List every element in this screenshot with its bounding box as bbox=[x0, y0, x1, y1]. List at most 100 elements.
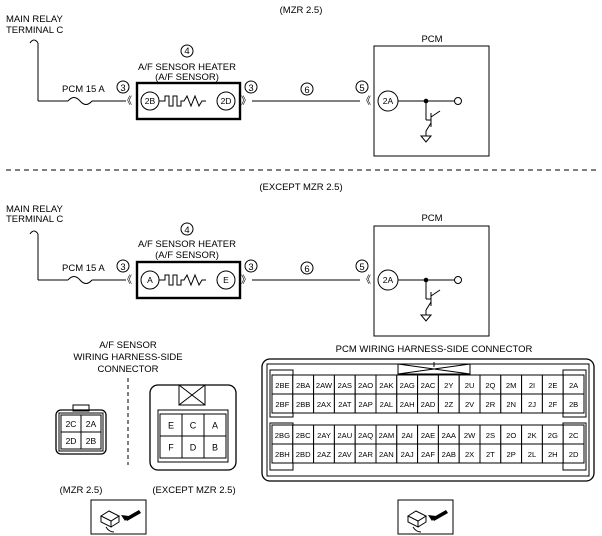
pin-cell bbox=[203, 435, 227, 459]
marker-5-text: 5 bbox=[359, 83, 364, 94]
harness-view-icon bbox=[397, 499, 454, 535]
pin-label: B bbox=[212, 442, 218, 452]
pcm-connector: PCM WIRING HARNESS-SIDE CONNECTOR 2BE 2BA… bbox=[261, 344, 595, 535]
pin-label: 2AM bbox=[379, 431, 395, 440]
pin-label: F bbox=[168, 442, 174, 452]
transistor-symbol bbox=[419, 110, 441, 143]
pin-label: 2D bbox=[66, 436, 77, 446]
marker-3 bbox=[116, 259, 130, 273]
mzr-circuit: (MZR 2.5) MAIN RELAY TERMINAL C PCM 15 A… bbox=[6, 5, 490, 157]
pin-label: 2AF bbox=[421, 450, 435, 459]
pin-label: 2K bbox=[527, 431, 536, 440]
pcm-label: PCM bbox=[421, 213, 442, 224]
pin-label: 2AW bbox=[316, 381, 333, 390]
fuse-label: PCM 15 A bbox=[62, 84, 105, 95]
pin-label: 2T bbox=[486, 450, 495, 459]
pin-label: 2AV bbox=[338, 450, 353, 459]
pin-label: 2BD bbox=[296, 450, 311, 459]
output-terminal bbox=[454, 276, 462, 284]
main-relay-label-line1: MAIN RELAY bbox=[6, 14, 64, 25]
marker-6 bbox=[300, 82, 314, 96]
terminal-2b-label: 2B bbox=[145, 96, 156, 106]
pin-label: 2AP bbox=[358, 400, 372, 409]
pin-label: 2BC bbox=[296, 431, 311, 440]
marker-3-text: 3 bbox=[120, 262, 125, 273]
pin-label: 2B bbox=[569, 400, 578, 409]
pin-label: C bbox=[190, 420, 197, 430]
main-relay-terminal-symbol bbox=[29, 39, 39, 44]
except-circuit: (EXCEPT MZR 2.5) MAIN RELAY TERMINAL C P… bbox=[6, 182, 490, 337]
pin-label: D bbox=[190, 442, 197, 452]
pin-label: 2C bbox=[569, 431, 579, 440]
pin-label: 2B bbox=[86, 436, 97, 446]
pin-label: 2R bbox=[486, 400, 496, 409]
pin-label: 2AD bbox=[421, 400, 436, 409]
af-sensor-connector: A/F SENSOR WIRING HARNESS-SIDE CONNECTOR… bbox=[55, 340, 237, 535]
pin-label: 2A bbox=[569, 381, 579, 390]
main-relay-label-line2: TERMINAL C bbox=[6, 25, 63, 36]
pin-label: 2S bbox=[486, 431, 495, 440]
terminal-2d-label: 2D bbox=[221, 96, 232, 106]
pin-label: 2W bbox=[464, 431, 476, 440]
marker-5-text: 5 bbox=[359, 262, 364, 273]
heater-element-symbol bbox=[159, 94, 206, 108]
terminal-e bbox=[216, 270, 236, 290]
pin-label: 2AR bbox=[358, 450, 373, 459]
pin-label: 2AH bbox=[400, 400, 415, 409]
harness-view-icon bbox=[90, 499, 147, 535]
pin-label: 2AB bbox=[442, 450, 456, 459]
except-connector-caption: (EXCEPT MZR 2.5) bbox=[152, 485, 235, 496]
marker-5 bbox=[355, 259, 369, 273]
pin-label: 2I bbox=[529, 381, 535, 390]
marker-6-text: 6 bbox=[304, 85, 309, 96]
pin-label: 2AJ bbox=[401, 450, 414, 459]
af-connector-title-line3: CONNECTOR bbox=[97, 364, 158, 375]
pin-label: 2AQ bbox=[358, 431, 373, 440]
pin-label: 2AO bbox=[358, 381, 373, 390]
pin-label: 2D bbox=[569, 450, 579, 459]
terminal-2d bbox=[216, 91, 236, 111]
main-relay-label-line1: MAIN RELAY bbox=[6, 204, 64, 215]
marker-3-text: 3 bbox=[248, 262, 253, 273]
pin-label: 2BH bbox=[275, 450, 290, 459]
pin-label: 2N bbox=[506, 400, 516, 409]
connector-symbol: 《 bbox=[361, 95, 371, 107]
pin-cell bbox=[562, 443, 585, 464]
pin-label: 2A bbox=[86, 419, 97, 429]
pin-label: 2V bbox=[465, 400, 475, 409]
pin-label: 2AE bbox=[421, 431, 435, 440]
pin-label: 2X bbox=[465, 450, 474, 459]
pin-label: 2AN bbox=[379, 450, 394, 459]
pin-label: 2BF bbox=[275, 400, 289, 409]
pcm-keyway-icon bbox=[397, 363, 471, 375]
marker-3 bbox=[244, 80, 258, 94]
pin-label: 2BA bbox=[296, 381, 311, 390]
heater-box bbox=[135, 260, 242, 300]
pin-label: 2AI bbox=[401, 431, 412, 440]
pin-label: 2Q bbox=[485, 381, 495, 390]
pin-label: 2F bbox=[548, 400, 557, 409]
connector-symbol: 《 bbox=[122, 95, 132, 107]
af-connector-title-line2: WIRING HARNESS-SIDE bbox=[73, 352, 182, 363]
pin-label: 2BE bbox=[275, 381, 289, 390]
pcm-box bbox=[373, 45, 490, 157]
terminal-pcm-2a-label: 2A bbox=[383, 96, 394, 106]
pcm-connector-title: PCM WIRING HARNESS-SIDE CONNECTOR bbox=[336, 344, 533, 355]
marker-3 bbox=[244, 259, 258, 273]
pin-label: 2BG bbox=[275, 431, 290, 440]
heater-label-line1: A/F SENSOR HEATER bbox=[138, 239, 236, 250]
output-terminal bbox=[454, 97, 462, 105]
pin-label: 2L bbox=[528, 450, 536, 459]
marker-4-text: 4 bbox=[184, 46, 189, 57]
mzr-connector-caption: (MZR 2.5) bbox=[60, 485, 103, 496]
marker-5 bbox=[355, 80, 369, 94]
main-relay-label-line2: TERMINAL C bbox=[6, 214, 63, 225]
pcm-box bbox=[373, 225, 490, 337]
pin-label: 2P bbox=[507, 450, 516, 459]
heater-label-line1: A/F SENSOR HEATER bbox=[138, 62, 236, 73]
marker-3-text: 3 bbox=[120, 83, 125, 94]
main-relay-terminal-symbol bbox=[29, 230, 39, 235]
marker-4 bbox=[180, 44, 194, 58]
pin-label: 2AY bbox=[317, 431, 331, 440]
